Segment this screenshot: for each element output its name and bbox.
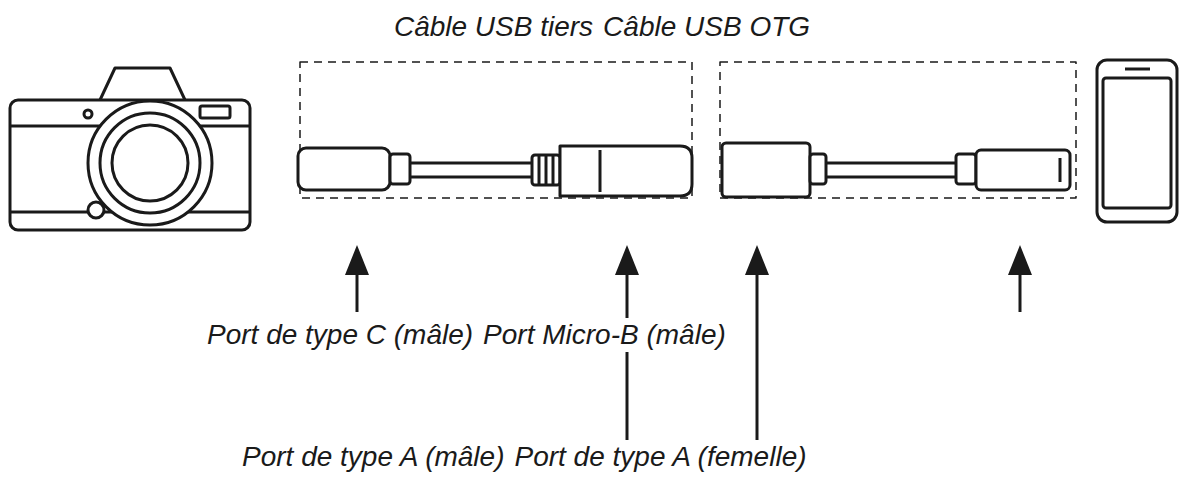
- port-label: Port de type A (mâle): [240, 440, 506, 474]
- port-label: Port de type A (femelle): [512, 440, 808, 474]
- cable-label: Câble USB OTG: [601, 10, 812, 44]
- label-row: Port de type A (mâle)Port de type A (fem…: [240, 440, 815, 474]
- phone: [1097, 60, 1177, 222]
- usb-cable: [298, 146, 692, 196]
- cable-label: Câble USB tiers: [392, 10, 595, 44]
- otg-cable: [722, 143, 1070, 197]
- label-row: Port de type C (mâle)Port Micro-B (mâle): [205, 318, 734, 352]
- cable-bracket: [720, 62, 1076, 198]
- camera: [10, 68, 250, 230]
- port-label: Port Micro-B (mâle): [481, 318, 728, 352]
- leader-arrows: [345, 245, 1032, 466]
- port-label: Port de type C (mâle): [205, 318, 475, 352]
- label-row: Câble USB tiersCâble USB OTG: [392, 10, 818, 44]
